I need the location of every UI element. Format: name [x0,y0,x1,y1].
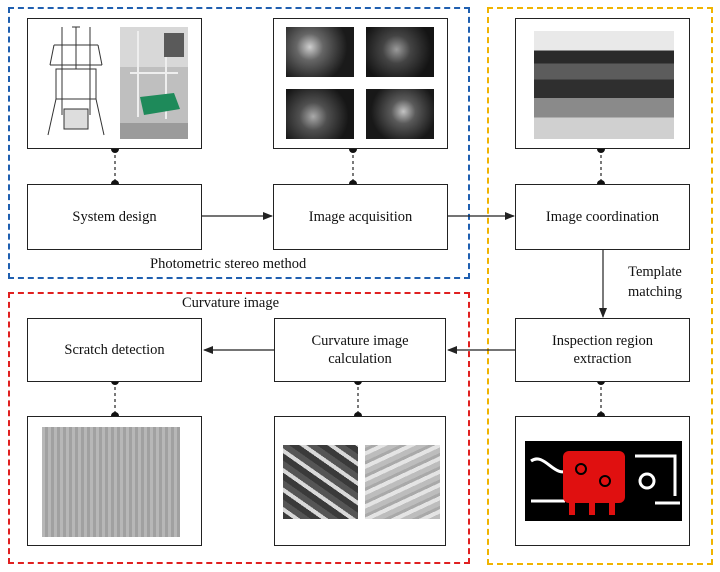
curvature-calc-label-line2: calculation [328,351,392,367]
acquired-image-2 [366,27,434,77]
system-design-label: System design [72,208,157,225]
photometric-stereo-group [8,7,470,279]
curvature-group [8,292,470,564]
acquired-image-1 [286,27,354,77]
acquired-image-3 [286,89,354,139]
curvature-image-1 [283,445,358,519]
inspection-region-extraction-box: Inspection region extraction [515,318,690,382]
template-matching-label: Template matching [628,263,682,302]
template-matching-line2: matching [628,283,682,300]
system-photo-image [120,27,188,139]
photometric-stereo-label: Photometric stereo method [150,256,307,272]
curvature-images-frame [274,416,446,546]
system-sketch-image [42,25,110,141]
inspection-region-label-line2: extraction [573,351,632,367]
coordination-image-frame [515,18,690,149]
coordination-group [487,7,713,565]
scratch-result-image [42,427,180,537]
acquisition-images-frame [273,18,448,149]
coordinated-image [534,31,674,139]
system-images-frame [27,18,202,149]
image-acquisition-label: Image acquisition [308,208,413,225]
inspection-region-label-line1: Inspection region [551,332,654,349]
curvature-image-label: Curvature image [182,295,280,311]
inspection-region-image [525,441,682,521]
curvature-calculation-box: Curvature image calculation [274,318,446,382]
acquired-image-4 [366,89,434,139]
template-matching-line1: Template [628,264,682,280]
image-coordination-box: Image coordination [515,184,690,250]
scratch-detection-box: Scratch detection [27,318,202,382]
scratch-detection-label: Scratch detection [64,341,165,358]
system-design-box: System design [27,184,202,250]
image-coordination-label: Image coordination [545,208,660,225]
image-acquisition-box: Image acquisition [273,184,448,250]
curvature-image-2 [365,445,440,519]
inspection-image-frame [515,416,690,546]
curvature-calc-label-line1: Curvature image [311,332,409,349]
scratch-image-frame [27,416,202,546]
